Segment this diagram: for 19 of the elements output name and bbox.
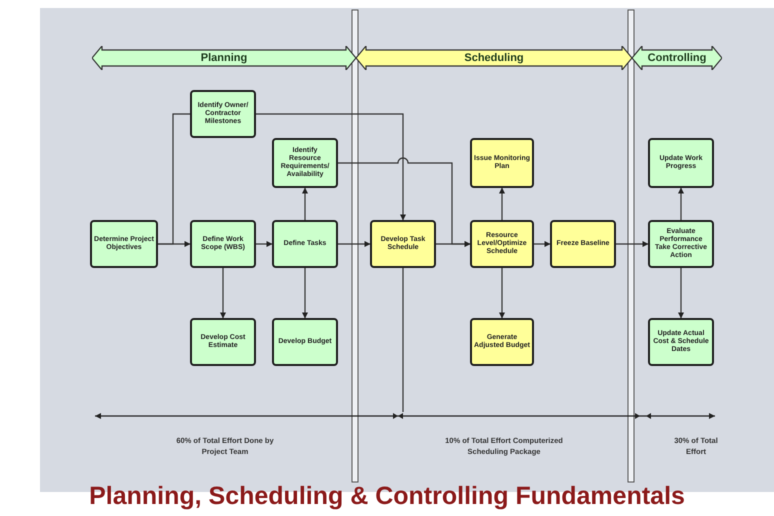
arrow <box>302 268 308 318</box>
arrow <box>499 268 505 318</box>
arrow <box>220 268 226 318</box>
arrow <box>256 241 272 247</box>
arrow <box>256 113 406 220</box>
arrow <box>338 241 370 247</box>
arrow <box>499 188 505 220</box>
arrow <box>302 188 308 220</box>
phase-label: Planning <box>200 52 248 64</box>
connector-line <box>158 113 190 245</box>
diagram-title: Planning, Scheduling & Controlling Fundamentals <box>89 482 685 510</box>
arrow <box>616 241 648 247</box>
phase-label: Controlling <box>648 52 706 64</box>
arrow <box>678 188 684 220</box>
phase-label: Scheduling <box>464 52 524 64</box>
arrow <box>534 241 550 247</box>
connector-line <box>402 268 404 412</box>
arrow <box>678 268 684 318</box>
arrow <box>436 241 470 247</box>
